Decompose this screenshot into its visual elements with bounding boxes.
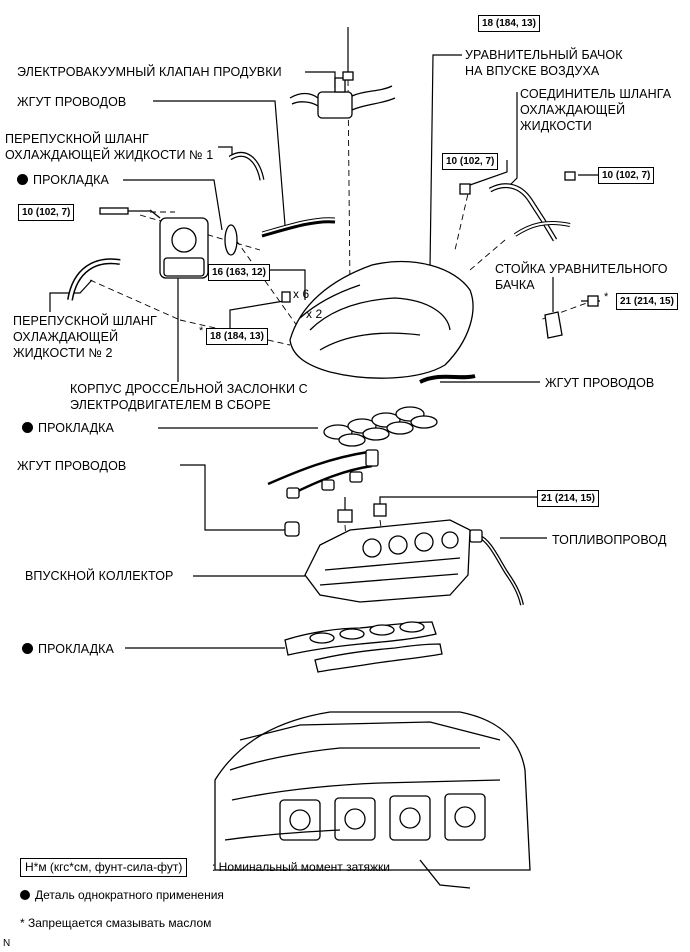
torque-box: 18 (184, 13) <box>206 328 268 345</box>
label-surge-stay: СТОЙКА УРАВНИТЕЛЬНОГО БАЧКА <box>495 262 668 292</box>
label-gasket-3: ПРОКЛАДКА <box>22 641 114 657</box>
legend-torque-desc: : Номинальный момент затяжки <box>212 860 390 874</box>
non-reusable-dot-icon <box>22 422 33 433</box>
torque-box: 21 (214, 15) <box>616 293 678 310</box>
torque-box: 10 (102, 7) <box>18 204 75 221</box>
legend-non-reusable: Деталь однократного применения <box>20 888 224 903</box>
label-bypass-hose-2: ПЕРЕПУСКНОЙ ШЛАНГ ОХЛАЖДАЮЩЕЙ ЖИДКОСТИ №… <box>13 314 157 360</box>
corner-mark: N <box>3 938 11 949</box>
label-vsv-purge: ЭЛЕКТРОВАКУУМНЫЙ КЛАПАН ПРОДУВКИ <box>17 65 282 79</box>
torque-box: 21 (214, 15) <box>537 490 599 507</box>
label-bypass-hose-1: ПЕРЕПУСКНОЙ ШЛАНГ ОХЛАЖДАЮЩЕЙ ЖИДКОСТИ №… <box>5 132 214 162</box>
label-x6: x 6 <box>293 287 310 301</box>
asterisk-mark: * <box>604 291 609 303</box>
non-reusable-dot-icon <box>20 890 30 900</box>
label-intake-manifold: ВПУСКНОЙ КОЛЛЕКТОР <box>25 569 174 583</box>
legend-no-oil: * Запрещается смазывать маслом <box>20 916 212 930</box>
torque-box: 10 (102, 7) <box>442 153 499 170</box>
non-reusable-dot-icon <box>22 643 33 654</box>
torque-box: 10 (102, 7) <box>598 167 655 184</box>
non-reusable-dot-icon <box>17 174 28 185</box>
label-throttle-body: КОРПУС ДРОССЕЛЬНОЙ ЗАСЛОНКИ С ЭЛЕКТРОДВИ… <box>70 382 308 412</box>
label-surge-tank: УРАВНИТЕЛЬНЫЙ БАЧОК НА ВПУСКЕ ВОЗДУХА <box>465 48 623 78</box>
label-hose-connector: СОЕДИНИТЕЛЬ ШЛАНГА ОХЛАЖДАЮЩЕЙ ЖИДКОСТИ <box>520 87 672 133</box>
legend-torque-unit: Н*м (кгс*см, фунт-сила-фут) <box>20 858 188 877</box>
torque-box: 16 (163, 12) <box>208 264 270 281</box>
label-fuel-pipe: ТОПЛИВОПРОВОД <box>552 533 667 547</box>
label-gasket-1: ПРОКЛАДКА <box>17 172 109 188</box>
asterisk-mark: * <box>199 325 204 337</box>
label-gasket-2: ПРОКЛАДКА <box>22 420 114 436</box>
label-x2: x 2 <box>306 307 323 321</box>
label-harness-top: ЖГУТ ПРОВОДОВ <box>17 95 127 109</box>
torque-box: 18 (184, 13) <box>478 15 540 32</box>
label-harness-mid: ЖГУТ ПРОВОДОВ <box>17 459 127 473</box>
label-harness-right: ЖГУТ ПРОВОДОВ <box>545 376 655 390</box>
